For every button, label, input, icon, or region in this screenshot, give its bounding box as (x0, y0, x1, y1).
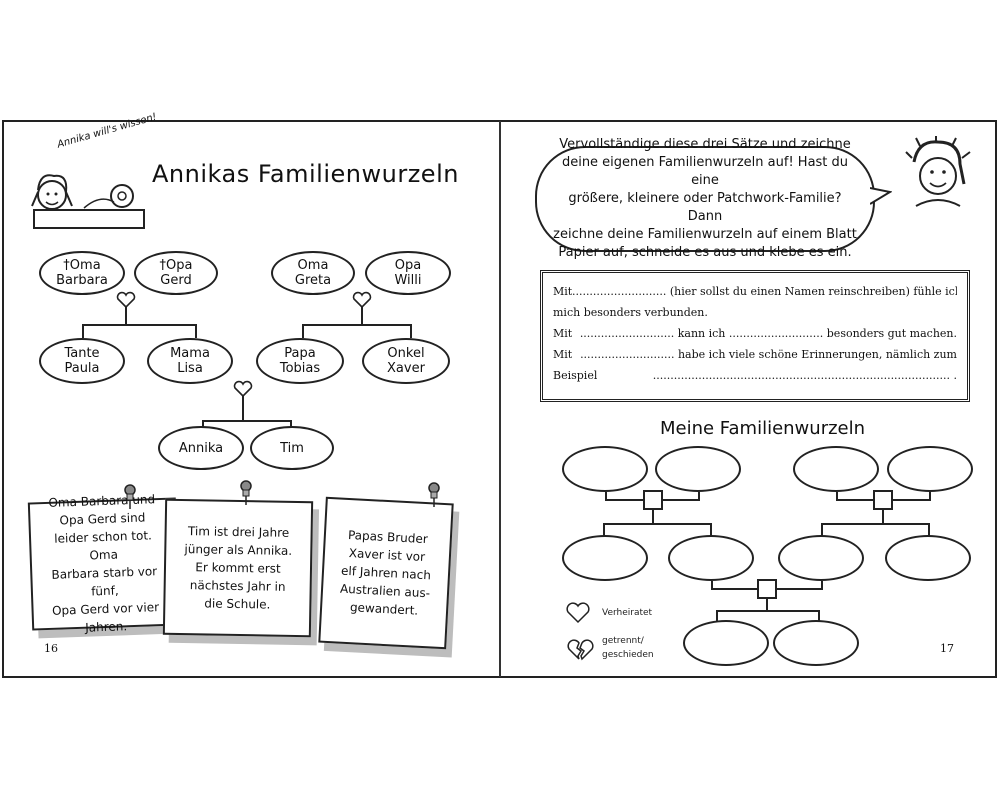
pinned-note: Papas Bruder Xaver ist vor elf Jahren na… (318, 496, 454, 650)
empty-tree-node (562, 535, 648, 581)
tree-node: Annika (158, 426, 244, 470)
tree-connector (821, 523, 823, 537)
empty-tree-node (885, 535, 971, 581)
sentence-line: Mit ........................... kann ich… (553, 327, 957, 340)
page-number: 17 (940, 642, 954, 655)
page-number: 16 (44, 642, 58, 655)
heart-icon (116, 291, 136, 309)
sentence-line: Mit ........................... (hier so… (553, 285, 957, 298)
section-title: Meine Familienwurzeln (660, 418, 866, 439)
legend-married: Verheiratet (602, 608, 653, 618)
tree-connector (605, 492, 607, 500)
tree-node: Tim (250, 426, 334, 470)
page-title: Annikas Familienwurzeln (152, 160, 459, 188)
girl-face-illustration (905, 136, 971, 207)
speech-bubble-tail (870, 187, 892, 205)
empty-tree-node (683, 620, 769, 666)
tree-connector (698, 492, 700, 500)
tree-connector (716, 610, 820, 612)
tree-connector (361, 298, 363, 324)
pushpin-icon (124, 484, 136, 509)
tree-connector (603, 523, 712, 525)
tree-connector (202, 420, 292, 422)
tree-connector (929, 492, 931, 500)
tree-connector (195, 324, 197, 338)
tree-connector (836, 492, 838, 500)
tree-connector (882, 510, 884, 524)
tree-connector (716, 610, 718, 622)
speech-bubble: Vervollständige diese drei Sätze und zei… (535, 137, 875, 260)
tree-node: Mama Lisa (147, 338, 233, 384)
tree-connector (821, 581, 823, 589)
relationship-box (757, 579, 777, 599)
heart-icon (566, 602, 590, 624)
tree-node: Papa Tobias (256, 338, 344, 384)
tree-node: †Opa Gerd (134, 251, 218, 295)
tree-node: †Oma Barbara (39, 251, 125, 295)
empty-tree-node (655, 446, 741, 492)
pushpin-icon (240, 480, 252, 505)
relationship-box (873, 490, 893, 510)
sentence-line: Mit ........................... habe ich… (553, 348, 957, 361)
tree-node: Onkel Xaver (362, 338, 450, 384)
tree-connector (302, 324, 304, 338)
tree-connector (302, 324, 412, 326)
legend-separated: getrennt/ geschieden (602, 636, 654, 660)
pushpin-icon (428, 482, 440, 507)
tree-connector (711, 581, 713, 589)
tree-connector (603, 523, 605, 537)
broken-heart-icon (567, 639, 594, 661)
tree-connector (242, 384, 244, 420)
tree-connector (766, 599, 768, 611)
tree-node: Oma Greta (271, 251, 355, 295)
tree-connector (290, 420, 292, 428)
empty-tree-node (773, 620, 859, 666)
annika-phone-illustration (31, 174, 145, 229)
empty-tree-node (562, 446, 648, 492)
tree-connector (821, 523, 930, 525)
empty-tree-node (887, 446, 973, 492)
sentence-frame: Mit ........................... (hier so… (540, 270, 970, 402)
sentence-line: Beispiel ...............................… (553, 369, 957, 382)
tree-connector (652, 510, 654, 524)
heart-icon (352, 291, 372, 309)
tree-connector (818, 610, 820, 622)
heart-icon (233, 380, 253, 398)
empty-tree-node (778, 535, 864, 581)
tree-connector (82, 324, 197, 326)
relationship-box (643, 490, 663, 510)
pinned-note: Tim ist drei Jahre jünger als Annika. Er… (162, 498, 314, 638)
empty-tree-node (668, 535, 754, 581)
tree-connector (710, 523, 712, 537)
tree-connector (202, 420, 204, 428)
tree-connector (410, 324, 412, 338)
pinned-note: Oma Barbara und Opa Gerd sind leider sch… (27, 492, 181, 635)
tree-node: Tante Paula (39, 338, 125, 384)
tree-node: Opa Willi (365, 251, 451, 295)
tree-connector (125, 298, 127, 324)
tree-connector (928, 523, 930, 537)
tree-connector (82, 324, 84, 338)
book-spine (499, 121, 501, 677)
empty-tree-node (793, 446, 879, 492)
sentence-line: mich besonders verbunden. (553, 306, 708, 319)
